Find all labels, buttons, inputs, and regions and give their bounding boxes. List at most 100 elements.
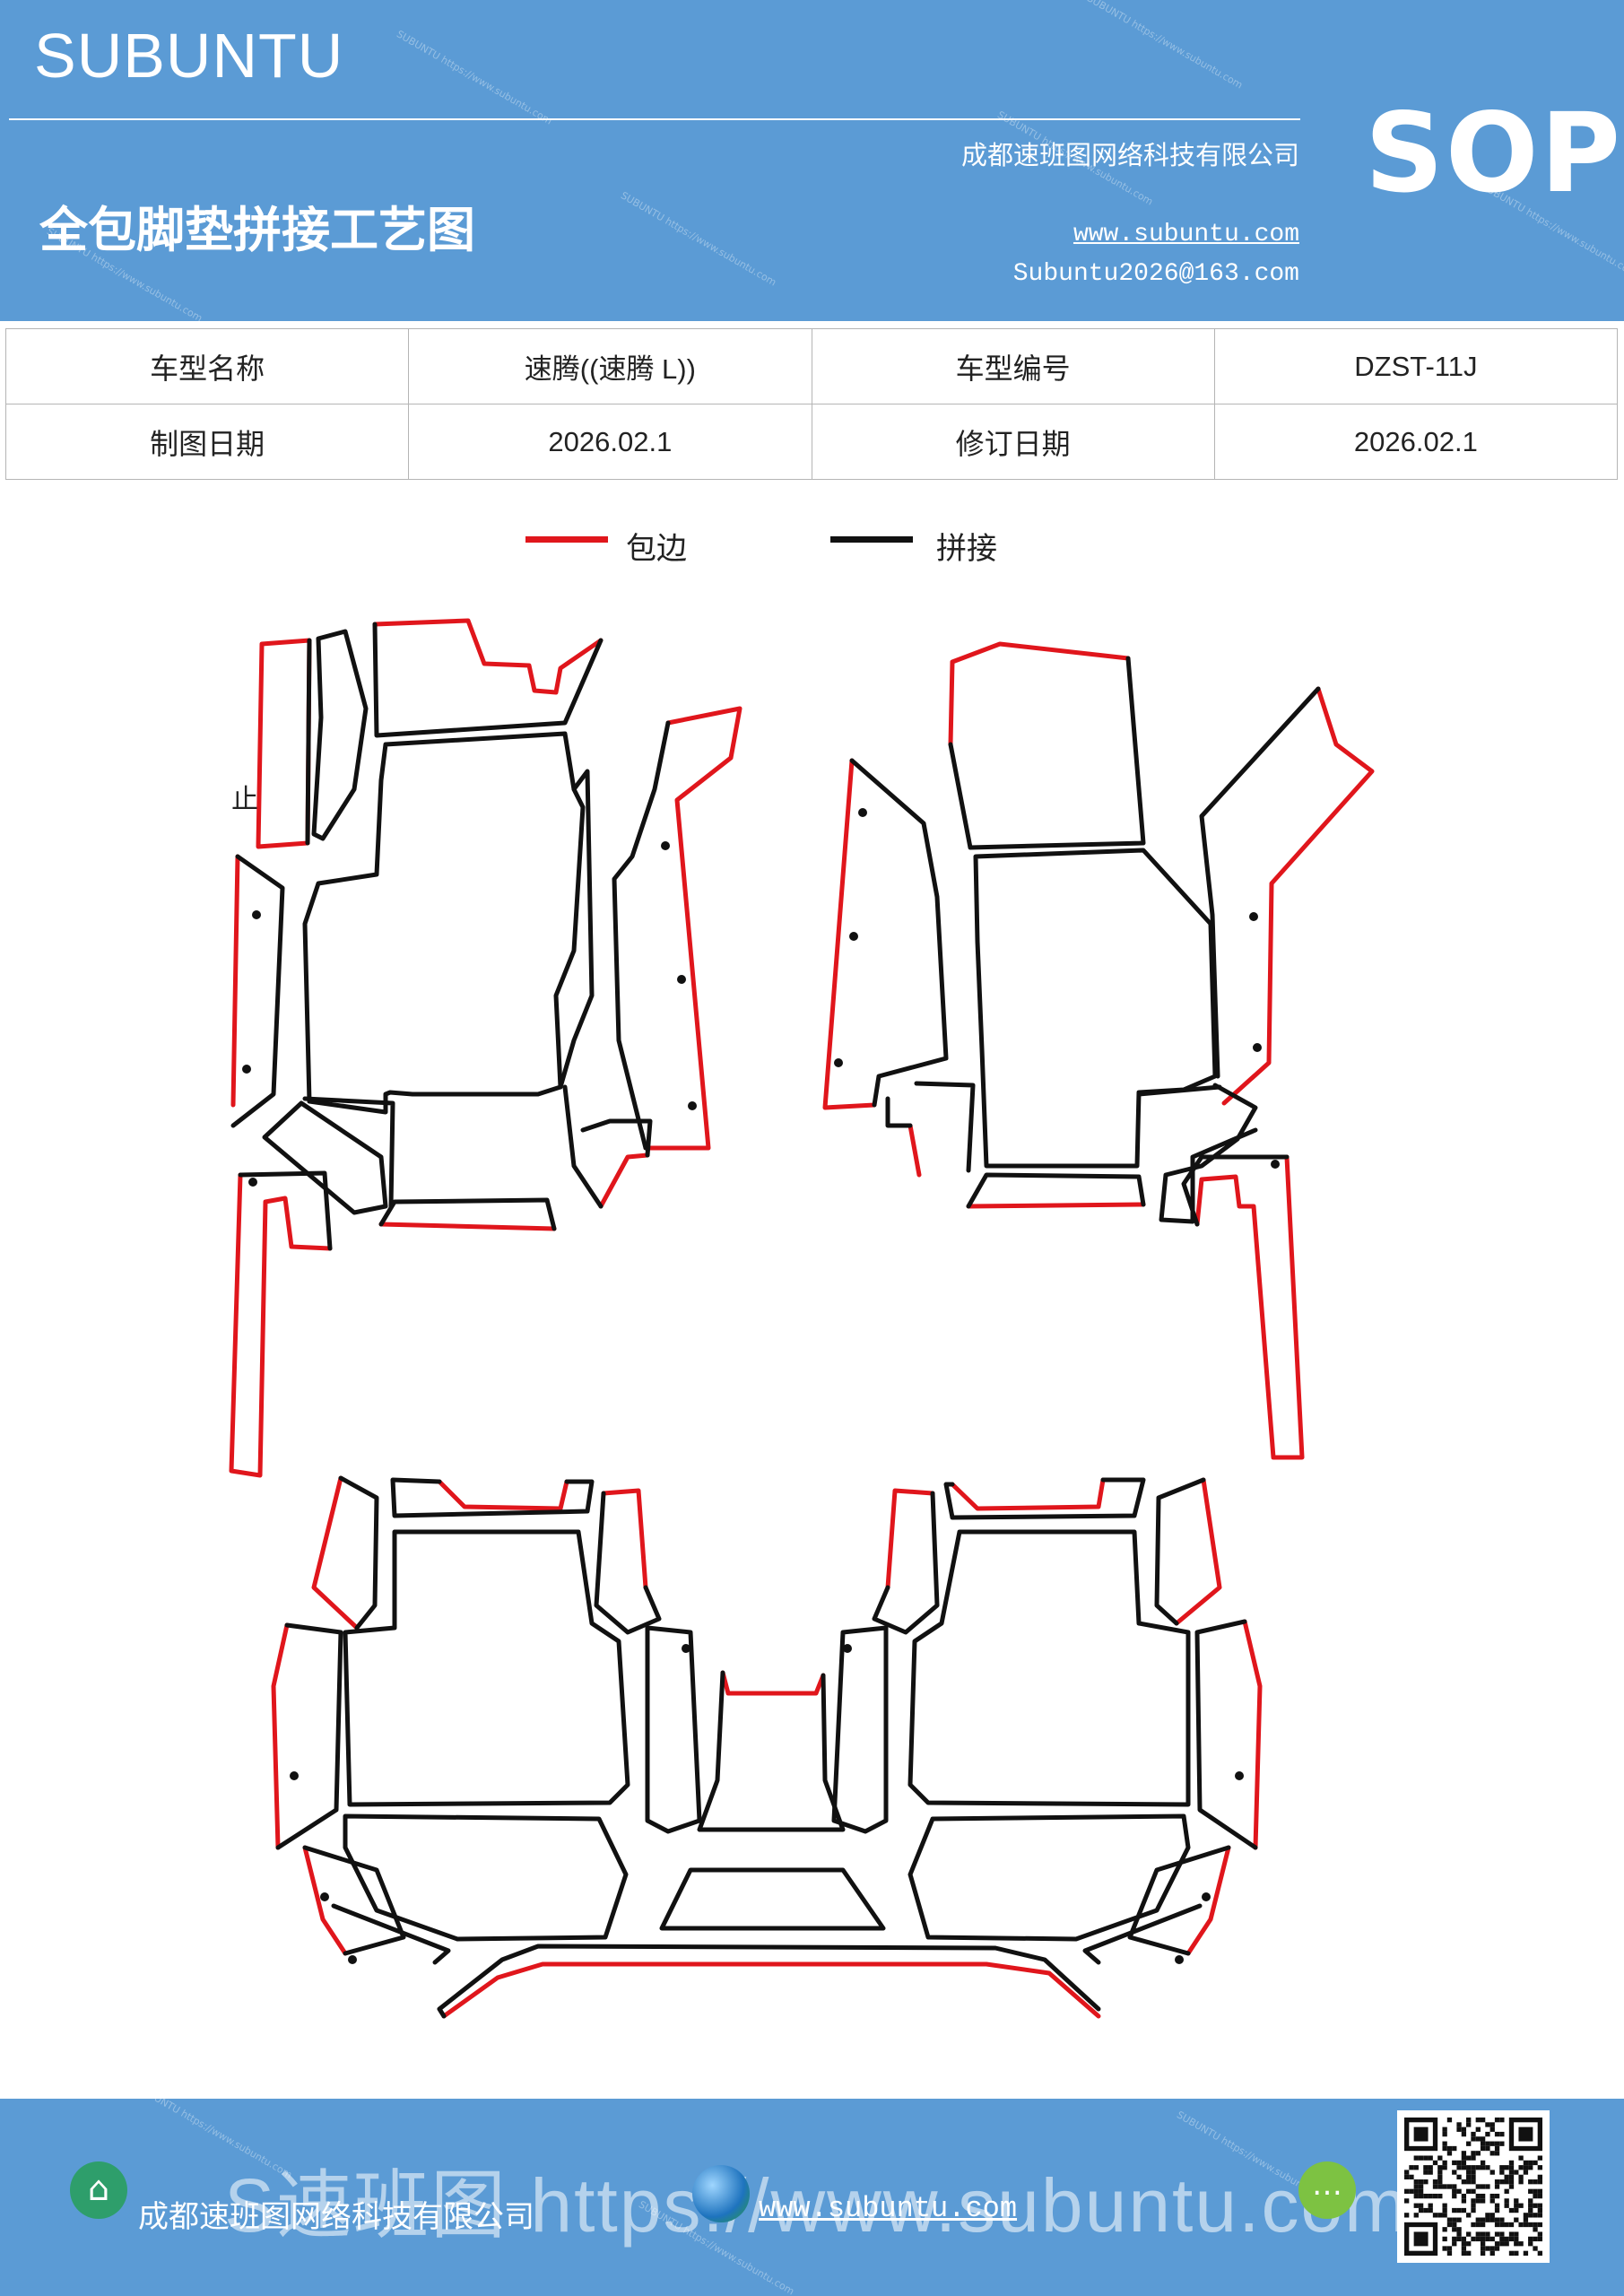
mat-piece-edge bbox=[1185, 1845, 1231, 1956]
mat-piece-seam bbox=[831, 1625, 889, 1834]
mat-piece-seam bbox=[908, 1813, 1191, 1942]
mat-piece-seam bbox=[302, 1845, 451, 1965]
stud-dot bbox=[677, 975, 686, 984]
mat-piece-edge bbox=[305, 638, 312, 846]
mat-piece-edge bbox=[948, 641, 1131, 747]
mat-piece-edge bbox=[720, 1670, 826, 1696]
mat-piece-edge bbox=[302, 1845, 348, 1956]
mat-piece-edge bbox=[437, 1479, 569, 1511]
model-name-label: 车型名称 bbox=[4, 328, 410, 404]
mat-piece-seam bbox=[1181, 1154, 1290, 1227]
stud-dot bbox=[661, 841, 670, 850]
mat-piece-edge bbox=[822, 758, 877, 1110]
mat-piece-edge bbox=[372, 618, 604, 695]
footer-watermark-text: S速班图 https://www.subuntu.com bbox=[224, 2163, 1410, 2248]
mat-piece-seam bbox=[338, 1475, 379, 1631]
mat-piece-edge bbox=[441, 1961, 1101, 2019]
wechat-icon bbox=[1298, 2161, 1356, 2219]
stud-dot bbox=[1253, 1043, 1262, 1052]
vehicle-info-table: 车型名称 速腾((速腾 L)) 车型编号 DZST-11J 制图日期 2026.… bbox=[4, 328, 1619, 480]
mat-piece-seam bbox=[966, 1172, 1146, 1209]
mat-piece-seam bbox=[943, 1477, 1146, 1520]
footer-company-name: 成都速班图网络科技有限公司 bbox=[138, 2199, 534, 2235]
stud-dot bbox=[834, 1058, 843, 1067]
mat-piece-edge bbox=[908, 1123, 922, 1178]
mat-piece-seam bbox=[872, 1491, 940, 1635]
qr-code-pattern bbox=[1404, 2118, 1542, 2256]
footer-website-link[interactable]: www.subuntu.com bbox=[759, 2192, 1018, 2225]
mat-piece-seam bbox=[378, 1197, 557, 1231]
stud-dot bbox=[290, 1771, 299, 1780]
stud-dot bbox=[858, 808, 867, 817]
mat-piece-seam bbox=[390, 1477, 595, 1518]
stud-dot bbox=[1235, 1771, 1244, 1780]
table-row: 车型名称 速腾((速腾 L)) 车型编号 DZST-11J bbox=[4, 328, 1619, 404]
mat-piece-seam bbox=[238, 1170, 333, 1251]
legend-swatch-binding bbox=[525, 536, 608, 543]
mat-piece-seam bbox=[230, 854, 285, 1128]
mat-piece-edge bbox=[598, 1152, 650, 1209]
mat-piece-seam bbox=[1082, 1845, 1231, 1965]
stud-dot bbox=[242, 1065, 251, 1074]
mat-piece-seam bbox=[885, 1081, 976, 1173]
mat-piece-edge bbox=[378, 1222, 557, 1231]
page-footer: SUBUNTU https://www.subuntu.com SUBUNTU … bbox=[0, 2099, 1624, 2296]
website-link[interactable]: www.subuntu.com bbox=[1073, 221, 1299, 248]
draw-date-value: 2026.02.1 bbox=[408, 404, 812, 480]
mat-piece-seam bbox=[372, 622, 604, 738]
mat-piece-seam bbox=[594, 1491, 662, 1635]
mat-piece-seam bbox=[1136, 1084, 1222, 1097]
model-code-label: 车型编号 bbox=[811, 328, 1215, 404]
mat-piece-seam bbox=[1159, 1083, 1258, 1224]
mat-piece-edge bbox=[256, 638, 312, 849]
mat-piece-seam bbox=[908, 1529, 1191, 1807]
stud-dot bbox=[320, 1892, 329, 1901]
table-row: 制图日期 2026.02.1 修订日期 2026.02.1 bbox=[4, 404, 1619, 480]
stud-dot bbox=[248, 1178, 257, 1187]
mat-piece-seam bbox=[948, 656, 1146, 850]
stud-dot bbox=[849, 932, 858, 941]
revision-date-value: 2026.02.1 bbox=[1213, 404, 1619, 480]
mat-piece-edge bbox=[885, 1488, 935, 1590]
legend-swatch-seam bbox=[830, 536, 913, 543]
company-name: 成都速班图网络科技有限公司 bbox=[960, 140, 1299, 170]
model-code-value: DZST-11J bbox=[1213, 328, 1619, 404]
mat-piece-edge bbox=[229, 1172, 333, 1478]
stud-dot bbox=[1249, 912, 1258, 921]
stud-dot bbox=[1202, 1892, 1211, 1901]
front-left-mat bbox=[229, 618, 743, 1478]
mat-piece-seam bbox=[437, 1944, 1101, 2019]
mat-piece-seam bbox=[659, 1867, 886, 1931]
header-divider bbox=[9, 118, 1300, 120]
globe-icon bbox=[692, 2165, 750, 2222]
email-address[interactable]: Subuntu2026@163.com bbox=[1012, 260, 1299, 288]
mat-piece-edge bbox=[1242, 1619, 1263, 1850]
stud-dot bbox=[1175, 1955, 1184, 1964]
page-header: SUBUNTU https://www.subuntu.com SUBUNTU … bbox=[0, 0, 1624, 321]
qr-code bbox=[1397, 2110, 1550, 2263]
mat-piece-edge bbox=[1221, 686, 1375, 1106]
mat-piece-seam bbox=[1194, 1619, 1258, 1850]
legend-label-seam: 拼接 bbox=[936, 531, 997, 567]
mat-piece-edge bbox=[311, 1475, 360, 1631]
mat-piece-seam bbox=[1154, 1477, 1206, 1626]
stud-dot bbox=[843, 1644, 852, 1653]
stud-dot bbox=[252, 910, 261, 919]
legend-label-binding: 包边 bbox=[626, 531, 687, 567]
mat-piece-seam bbox=[558, 769, 595, 1090]
mat-piece-seam bbox=[343, 1529, 630, 1807]
brand-name: SUBUNTU bbox=[34, 21, 344, 91]
front-right-mat bbox=[822, 641, 1375, 1460]
mat-piece-seam bbox=[311, 629, 369, 841]
sop-badge: SOP bbox=[1365, 90, 1622, 217]
mat-piece-edge bbox=[950, 1477, 1106, 1511]
mat-piece-seam bbox=[562, 1084, 653, 1209]
stray-mark: 止 bbox=[231, 784, 258, 815]
mat-piece-seam bbox=[302, 731, 586, 1115]
stud-dot bbox=[348, 1955, 357, 1964]
mat-piece-seam bbox=[302, 1096, 395, 1209]
page-title: 全包脚垫拼接工艺图 bbox=[39, 201, 475, 258]
mat-piece-edge bbox=[271, 1622, 290, 1850]
mat-piece-seam bbox=[849, 758, 949, 1108]
mat-piece-seam bbox=[1199, 686, 1321, 1079]
